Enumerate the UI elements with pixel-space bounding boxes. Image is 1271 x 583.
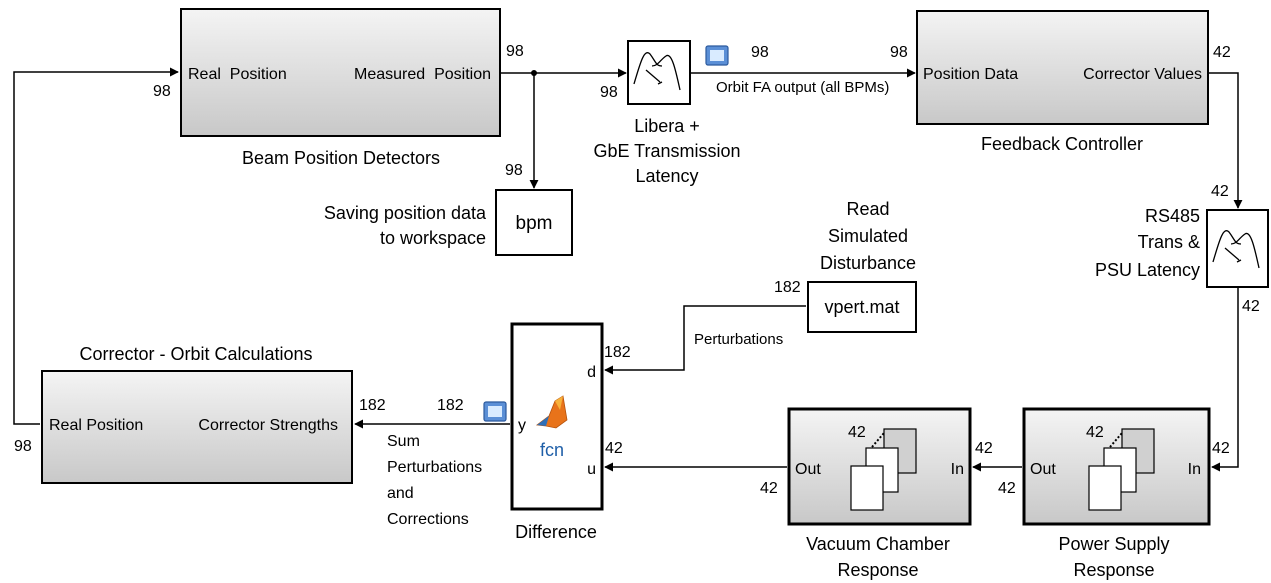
vpert-caption-2: Simulated [828,226,908,246]
dim-corrector-in: 182 [359,397,386,414]
bpm-workspace-block[interactable]: bpm [495,189,573,256]
rs485-delay-block[interactable] [1206,209,1269,288]
dim-corrector-out: 98 [14,438,32,455]
dim-feedback-out: 42 [1213,44,1231,61]
rs485-caption-2: Trans & [1138,232,1200,252]
feedback-in-port: Position Data [923,66,1018,83]
dim-diff-u: 42 [605,440,623,457]
vacuum-inner-dim: 42 [848,424,866,441]
difference-block[interactable]: y d u fcn [510,322,604,511]
dim-psu-out: 42 [998,480,1016,497]
dim-vacuum-in: 42 [975,440,993,457]
dim-diff-out: 182 [437,397,464,414]
vacuum-port-in: In [951,461,964,478]
dim-bpd-in: 98 [153,83,171,100]
dim-vacuum-out: 42 [760,480,778,497]
sum-label-1: Sum [387,433,420,450]
libera-caption-2: GbE Transmission [593,141,740,161]
bpd-out-port: Measured Position [354,66,491,83]
beam-position-detectors-block[interactable]: Real Position Measured Position [180,8,501,137]
rs485-caption-3: PSU Latency [1095,260,1200,280]
dim-diff-d: 182 [604,344,631,361]
dim-vpert-out: 182 [774,279,801,296]
dim-rs485-in: 42 [1211,183,1229,200]
feedback-out-port: Corrector Values [1083,66,1202,83]
feedback-caption: Feedback Controller [981,134,1143,154]
corrector-title: Corrector - Orbit Calculations [79,344,312,364]
dim-bpd-out: 98 [506,43,524,60]
bpm-caption-2: to workspace [380,228,486,248]
dim-feedback-in: 98 [890,44,908,61]
dim-libera-out: 98 [751,44,769,61]
psu-port-out: Out [1030,461,1056,478]
matlab-logo-icon [535,395,568,429]
difference-fcn-label: fcn [540,440,564,460]
vpert-file-block[interactable]: vpert.mat [807,281,917,333]
psu-caption-1: Power Supply [1058,534,1169,554]
vacuum-caption-2: Response [837,560,918,580]
dim-bpm-in: 98 [505,162,523,179]
perturbations-label: Perturbations [694,331,783,348]
subsystem-stack-icon [1088,428,1155,511]
branch-point [531,70,537,76]
corrector-in-port: Real Position [49,417,143,434]
difference-port-u: u [587,461,596,478]
sum-label-3: and [387,485,414,502]
bpm-label: bpm [516,213,553,234]
libera-delay-block[interactable] [627,40,691,105]
subsystem-stack-icon [850,428,917,511]
vpert-caption-3: Disturbance [820,253,916,273]
bpm-caption-1: Saving position data [324,203,487,223]
feedback-controller-block[interactable]: Position Data Corrector Values [916,10,1209,125]
line-rs485-to-psu[interactable] [1211,287,1239,472]
vacuum-caption-1: Vacuum Chamber [806,534,950,554]
psu-port-in: In [1188,461,1201,478]
signal-lines [13,67,1243,472]
sum-label-4: Corrections [387,511,469,528]
power-supply-block[interactable]: Out In 42 [1022,407,1211,526]
sum-label-2: Perturbations [387,459,482,476]
bpd-caption: Beam Position Detectors [242,148,440,168]
rs485-caption-1: RS485 [1145,206,1200,226]
libera-caption-1: Libera + [634,116,700,136]
monitor-icon-difference[interactable] [483,401,507,422]
corrector-out-port: Corrector Strengths [198,417,338,434]
bpd-in-port: Real Position [188,66,287,83]
transport-delay-icon [1212,230,1260,269]
difference-port-y: y [518,417,526,434]
transport-delay-icon [633,52,681,91]
dim-libera-in: 98 [600,84,618,101]
dim-psu-in: 42 [1212,440,1230,457]
vacuum-port-out: Out [795,461,821,478]
line-vpert-to-difference[interactable] [604,305,806,375]
line-corrector-to-bpd[interactable] [13,67,179,425]
psu-inner-dim: 42 [1086,424,1104,441]
corrector-orbit-block[interactable]: Real Position Corrector Strengths [41,370,353,484]
vpert-caption-1: Read [846,199,889,219]
libera-caption-3: Latency [635,166,698,186]
orbit-fa-label: Orbit FA output (all BPMs) [716,79,889,96]
dim-rs485-out: 42 [1242,298,1260,315]
vacuum-chamber-block[interactable]: Out In 42 [787,407,972,526]
psu-caption-2: Response [1073,560,1154,580]
line-feedback-to-rs485[interactable] [1208,72,1243,209]
difference-port-d: d [587,364,596,381]
difference-caption: Difference [515,522,597,542]
vpert-label: vpert.mat [824,297,899,317]
monitor-icon-libera[interactable] [705,45,729,66]
